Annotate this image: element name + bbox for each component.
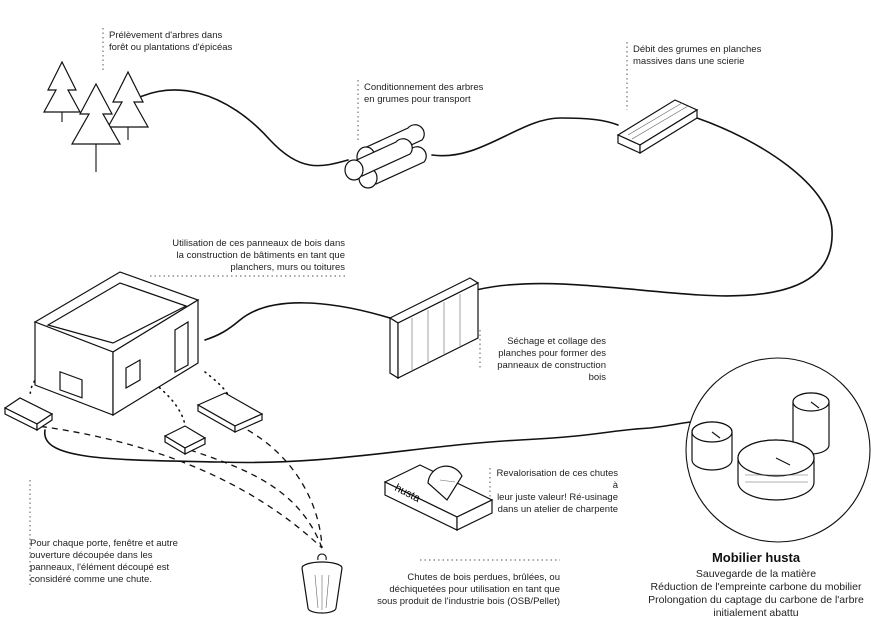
step8-label: Revalorisation de ces chutes à leur just… [496,468,618,516]
step7-label: Chutes de bois perdues, brûlées, ou déch… [365,572,560,608]
step3-label: Débit des grumes en planches massives da… [633,44,761,68]
step6-line-4: considéré comme une chute. [30,574,152,585]
outcome-block: Mobilier husta Sauvegarde de la matière … [645,550,867,620]
dashed-path-2 [189,449,323,549]
flow-line [117,89,833,341]
dashed-path-3 [237,424,323,549]
outcome-line-1: Sauvegarde de la matière [695,568,817,580]
step6-line-2: ouverture découpée dans les [30,550,153,561]
offcut-icon [3,392,264,456]
stools-icon [691,392,830,501]
trash-bin-icon [301,553,343,614]
step3-line-1: Débit des grumes en planches [633,44,762,55]
step4-line-1: Séchage et collage des [507,336,606,347]
house-icon [33,271,200,417]
step8-line-3: dans un atelier de charpente [497,504,618,515]
outcome-line-4: initialement abattu [713,607,799,619]
dotted-arc-right [204,371,231,399]
saw-machine-icon [383,464,494,531]
outcome-line-3: Prolongation du captage du carbone de l'… [648,594,864,606]
step5-label: Utilisation de ces panneaux de bois dans… [150,238,345,274]
step7-line-3: sous produit de l'industrie bois (OSB/Pe… [377,596,560,607]
step1-line-2: forêt ou plantations d'épicéas [109,42,233,53]
panel-icon [388,277,480,380]
step2-label: Conditionnement des arbres en grumes pou… [364,82,483,106]
step3-line-2: massives dans une scierie [633,56,745,67]
flow-line-lower [44,421,691,464]
outcome-line-2: Réduction de l'empreinte carbone du mobi… [650,581,862,593]
step4-label: Séchage et collage des planches pour for… [486,336,606,384]
outcome-lines: Sauvegarde de la matière Réduction de l'… [645,568,867,620]
logs-icon [344,124,427,189]
step2-line-2: en grumes pour transport [364,94,471,105]
dashed-path-1 [29,424,323,549]
step5-line-1: Utilisation de ces panneaux de bois dans [172,238,345,249]
step2-line-1: Conditionnement des arbres [364,82,484,93]
step8-line-2: leur juste valeur! Ré-usinage [497,492,618,503]
step5-line-3: planchers, murs ou toitures [230,262,345,273]
step4-line-3: panneaux de construction bois [497,360,606,383]
step6-line-3: panneaux, l'élément découpé est [30,562,170,573]
step7-line-1: Chutes de bois perdues, brûlées, ou [407,572,560,583]
step6-line-1: Pour chaque porte, fenêtre et autre [30,538,178,549]
outcome-circle [685,357,871,543]
trees-icon [42,60,150,172]
step1-line-1: Prélèvement d'arbres dans [109,30,223,41]
planks-icon [616,99,699,155]
step4-line-2: planches pour former des [498,348,606,359]
outcome-title: Mobilier husta [711,550,801,565]
step1-label: Prélèvement d'arbres dans forêt ou plant… [109,30,232,54]
step8-line-1: Revalorisation de ces chutes à [496,468,618,491]
step5-line-2: la construction de bâtiments en tant que [176,250,345,261]
step6-label: Pour chaque porte, fenêtre et autre ouve… [30,538,200,586]
step7-line-2: déchiquetées pour utilisation en tant qu… [389,584,560,595]
